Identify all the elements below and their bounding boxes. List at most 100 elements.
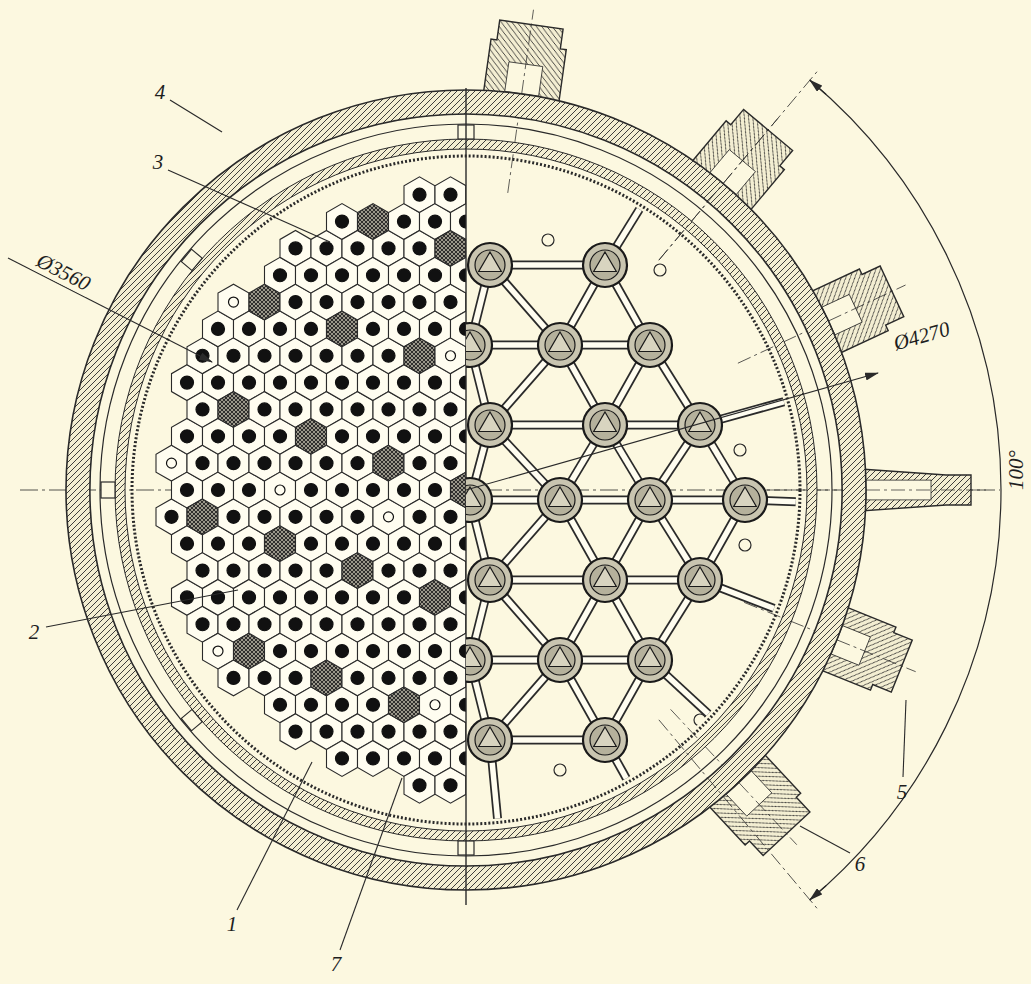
assembly-head xyxy=(258,403,271,416)
assembly-head xyxy=(212,322,225,335)
assembly-head xyxy=(274,591,287,604)
assembly-head xyxy=(305,698,318,711)
assembly-head xyxy=(243,376,256,389)
assembly-head xyxy=(351,349,364,362)
fuel-assembly xyxy=(451,204,467,240)
fitting xyxy=(734,444,746,456)
assembly-head xyxy=(305,484,318,497)
assembly-head xyxy=(413,671,426,684)
assembly-hex xyxy=(451,579,467,615)
tube-inner xyxy=(635,485,665,515)
assembly-head xyxy=(382,296,395,309)
assembly-head xyxy=(320,403,333,416)
tube-inner xyxy=(475,410,505,440)
support-tube xyxy=(583,243,627,287)
assembly-head xyxy=(351,618,364,631)
tube-triangle xyxy=(594,727,617,747)
assembly-head xyxy=(413,403,426,416)
assembly-head xyxy=(351,671,364,684)
assembly-head xyxy=(429,484,442,497)
support-tube xyxy=(628,638,672,682)
instrument-channel xyxy=(384,512,394,522)
assembly-head xyxy=(429,376,442,389)
assembly-head xyxy=(429,645,442,658)
assembly-head xyxy=(351,242,364,255)
control-assembly xyxy=(451,472,467,508)
assembly-head xyxy=(398,430,411,443)
assembly-head xyxy=(289,725,302,738)
assembly-head xyxy=(351,510,364,523)
tube-outer xyxy=(723,478,767,522)
dimension-label: 100° xyxy=(1004,447,1028,493)
assembly-head xyxy=(413,725,426,738)
dimension-label: Ø3560 xyxy=(30,247,97,297)
assembly-head xyxy=(258,671,271,684)
tube-outer xyxy=(538,478,582,522)
tube-outer xyxy=(468,403,512,447)
support-tube xyxy=(538,638,582,682)
tube-inner xyxy=(590,410,620,440)
assembly-head xyxy=(274,322,287,335)
support-tube xyxy=(468,718,512,762)
leader-line xyxy=(800,826,850,853)
assembly-head xyxy=(444,725,457,738)
support-tube xyxy=(466,638,492,682)
assembly-head xyxy=(212,430,225,443)
assembly-head xyxy=(196,618,209,631)
assembly-head xyxy=(289,242,302,255)
assembly-head xyxy=(243,537,256,550)
support-tube xyxy=(628,323,672,367)
leader-line xyxy=(170,100,222,132)
tube-inner xyxy=(590,250,620,280)
support-tube xyxy=(538,478,582,522)
assembly-head xyxy=(382,403,395,416)
assembly-head xyxy=(444,779,457,792)
support-tube xyxy=(466,478,492,522)
tube-triangle xyxy=(549,332,572,352)
assembly-head xyxy=(320,242,333,255)
dimension-line xyxy=(466,373,878,490)
assembly-head xyxy=(274,430,287,443)
tube-inner xyxy=(730,485,760,515)
assembly-head xyxy=(258,457,271,470)
callout-number: 2 xyxy=(26,620,43,644)
extension-line xyxy=(659,720,818,909)
assembly-head xyxy=(196,457,209,470)
assembly-head xyxy=(336,645,349,658)
assembly-head xyxy=(289,296,302,309)
assembly-head xyxy=(196,564,209,577)
assembly-head xyxy=(444,188,457,201)
tube-outer xyxy=(538,638,582,682)
fuel-assembly xyxy=(451,579,467,615)
support-grid xyxy=(448,205,801,823)
angle-dimension xyxy=(659,71,1001,909)
tube-inner xyxy=(475,250,505,280)
assembly-head xyxy=(429,322,442,335)
assembly-head xyxy=(320,618,333,631)
assembly-head xyxy=(336,698,349,711)
tube-triangle xyxy=(479,567,502,587)
assembly-head xyxy=(336,752,349,765)
assembly-head xyxy=(305,645,318,658)
callout-number: 5 xyxy=(894,780,911,804)
fuel-assembly xyxy=(451,526,467,562)
tube-inner xyxy=(475,725,505,755)
callout-number: 6 xyxy=(852,852,869,876)
assembly-head xyxy=(398,537,411,550)
fuel-assembly xyxy=(451,633,467,669)
assembly-head xyxy=(320,725,333,738)
key-block xyxy=(181,709,202,730)
assembly-head xyxy=(289,403,302,416)
tube-inner xyxy=(635,330,665,360)
leader-line xyxy=(903,700,906,777)
fitting xyxy=(554,764,566,776)
instrument-channel xyxy=(167,458,177,468)
assembly-head xyxy=(320,510,333,523)
tube-triangle xyxy=(639,487,662,507)
assembly-head xyxy=(305,376,318,389)
tube-inner xyxy=(466,330,485,360)
instrument-channel xyxy=(446,351,456,361)
assembly-head xyxy=(429,430,442,443)
assembly-head xyxy=(460,537,467,550)
dimension-line xyxy=(8,258,212,362)
